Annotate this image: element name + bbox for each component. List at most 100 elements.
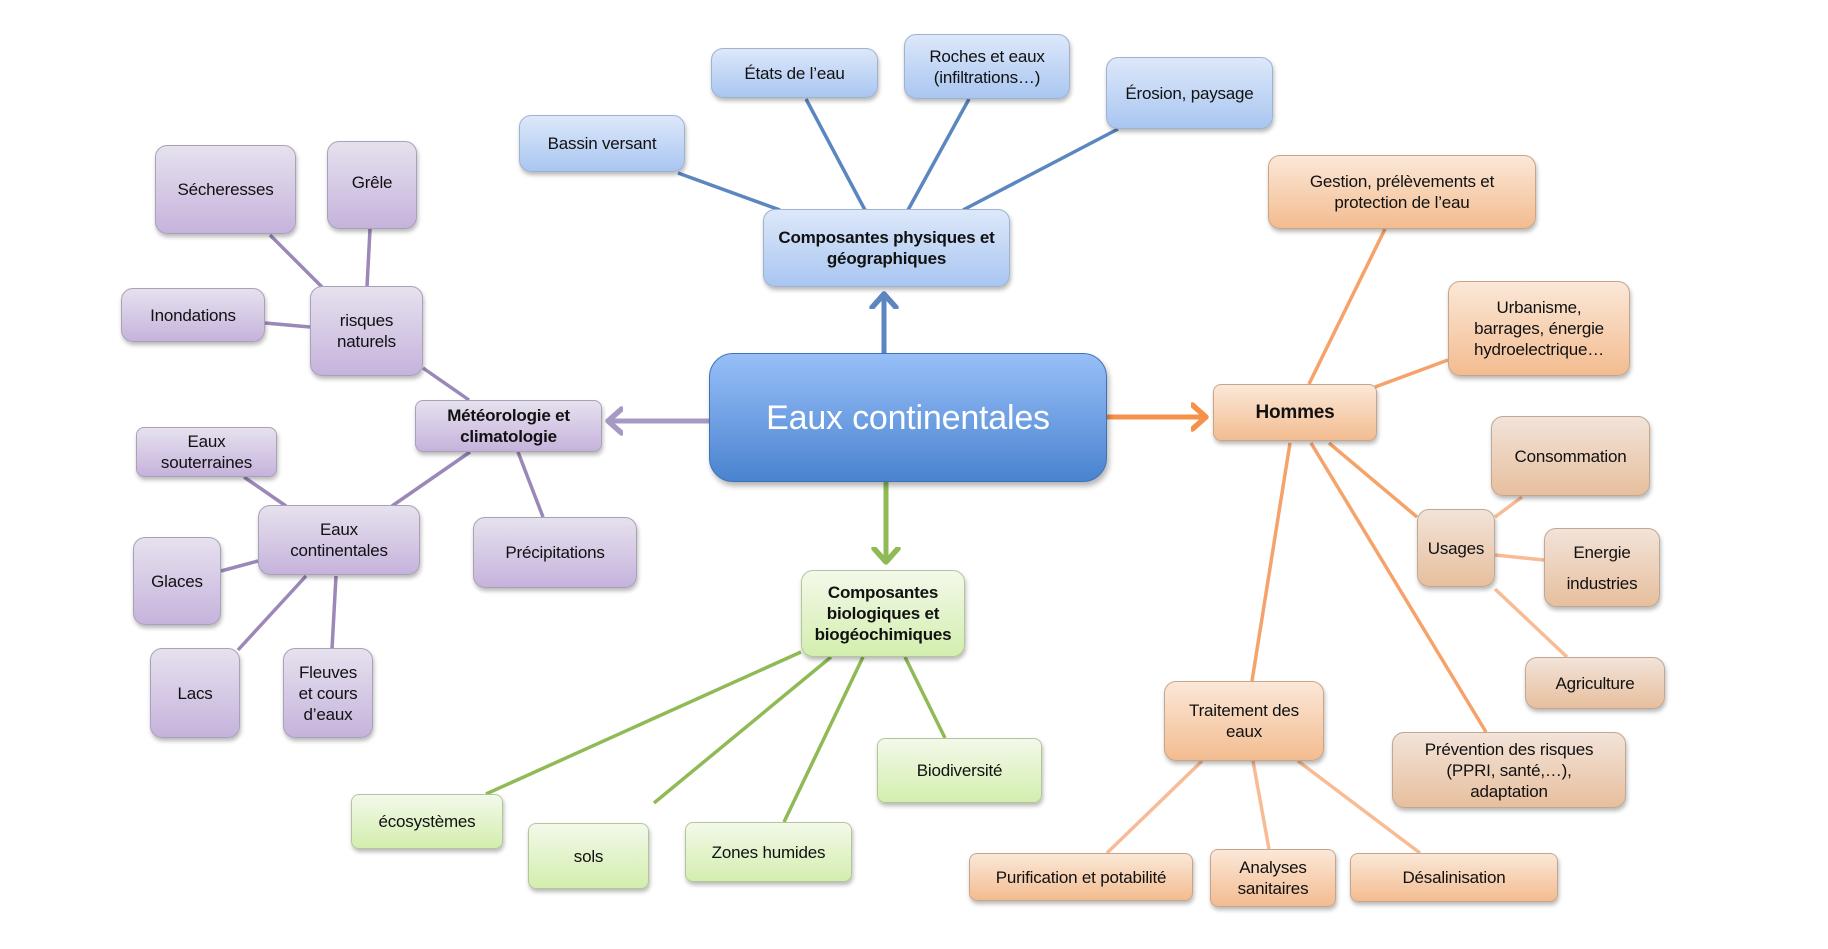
bio-node[interactable]: Composantes biologiques et biogéochimiqu…	[801, 570, 965, 657]
bassin-versant-label: Bassin versant	[547, 134, 657, 153]
physique-label: Composantes physiques et géographiques	[778, 228, 995, 268]
usages-label: Usages	[1427, 538, 1485, 558]
etats-eau-label: États de l’eau	[744, 63, 845, 83]
hommes-sub-links	[1105, 495, 1569, 855]
traitement-node[interactable]: Traitement des eaux	[1164, 681, 1324, 761]
link-agriculture	[1493, 587, 1569, 659]
link-zones-humides	[782, 656, 865, 823]
consommation-label: Consommation	[1514, 446, 1627, 466]
biodiversite-label: Biodiversité	[916, 761, 1003, 780]
link-precipitations	[516, 451, 545, 518]
link-consommation	[1493, 495, 1524, 519]
link-traitement	[1250, 442, 1292, 682]
ecosystemes-node[interactable]: écosystèmes	[351, 794, 503, 849]
meteo-label: Météorologie et climatologie	[447, 406, 570, 446]
root-node[interactable]: Eaux continentales	[709, 353, 1107, 482]
analyses-node[interactable]: Analyses sanitaires	[1210, 849, 1336, 907]
agriculture-node[interactable]: Agriculture	[1525, 657, 1665, 709]
lacs-label: Lacs	[177, 683, 213, 703]
desalinisation-label: Désalinisation	[1402, 868, 1506, 887]
ecosystemes-label: écosystèmes	[378, 812, 476, 831]
link-lacs	[236, 574, 308, 652]
hommes-node[interactable]: Hommes	[1213, 384, 1377, 441]
link-gestion	[1307, 228, 1387, 385]
biodiversite-node[interactable]: Biodiversité	[877, 738, 1042, 803]
consommation-node[interactable]: Consommation	[1491, 416, 1650, 496]
prevention-label: Prévention des risques (PPRI, santé,…), …	[1424, 739, 1594, 801]
link-eaux-continentales	[391, 450, 471, 508]
sols-label: sols	[573, 846, 604, 866]
fleuves-label: Fleuves et cours d’eaux	[298, 662, 358, 724]
link-inondations	[264, 321, 311, 329]
link-fleuves	[330, 575, 338, 650]
link-grele	[365, 228, 372, 288]
link-purification	[1105, 759, 1204, 855]
link-glaces	[220, 559, 259, 573]
physique-links	[677, 98, 1119, 212]
roches-node[interactable]: Roches et eaux (infiltrations…)	[904, 34, 1070, 99]
prevention-node[interactable]: Prévention des risques (PPRI, santé,…), …	[1392, 732, 1626, 808]
meteo-node[interactable]: Météorologie et climatologie	[415, 400, 602, 452]
gestion-label: Gestion, prélèvements et protection de l…	[1309, 172, 1495, 212]
link-urbanisme	[1374, 358, 1449, 389]
energie-node[interactable]: Energie industries	[1544, 528, 1660, 607]
link-analyses	[1251, 760, 1271, 850]
etats-eau-node[interactable]: États de l’eau	[711, 48, 878, 98]
meteo-links	[220, 228, 545, 652]
link-energie	[1494, 553, 1545, 562]
urbanisme-node[interactable]: Urbanisme, barrages, énergie hydroelectr…	[1448, 281, 1630, 376]
erosion-node[interactable]: Érosion, paysage	[1106, 57, 1273, 129]
traitement-label: Traitement des eaux	[1189, 701, 1299, 741]
glaces-label: Glaces	[151, 571, 203, 591]
purification-node[interactable]: Purification et potabilité	[969, 853, 1193, 901]
root-label: Eaux continentales	[766, 398, 1050, 437]
hommes-label: Hommes	[1255, 402, 1335, 423]
analyses-label: Analyses sanitaires	[1237, 858, 1309, 898]
grele-node[interactable]: Grêle	[327, 141, 417, 229]
link-bassin-versant	[677, 171, 781, 212]
bio-links	[485, 650, 947, 823]
zones-humides-label: Zones humides	[711, 842, 826, 862]
lacs-node[interactable]: Lacs	[150, 648, 240, 738]
eaux-souterraines-node[interactable]: Eaux souterraines	[136, 427, 277, 477]
eaux-souterraines-label: Eaux souterraines	[160, 432, 253, 472]
link-ecosystemes	[485, 650, 802, 796]
link-etats-eau	[804, 98, 867, 211]
agriculture-label: Agriculture	[1555, 673, 1635, 693]
inondations-node[interactable]: Inondations	[121, 288, 265, 342]
link-usages	[1327, 441, 1419, 519]
physique-node[interactable]: Composantes physiques et géographiques	[763, 209, 1010, 287]
link-eaux-souterraines	[243, 475, 287, 508]
link-sols	[652, 655, 833, 805]
eaux-continentales-node[interactable]: Eaux continentales	[258, 505, 420, 575]
risques-label: risques naturels	[337, 311, 396, 351]
precipitations-label: Précipitations	[505, 543, 605, 562]
glaces-node[interactable]: Glaces	[133, 537, 221, 625]
link-biodiversite	[903, 656, 947, 739]
zones-humides-node[interactable]: Zones humides	[685, 822, 852, 882]
grele-label: Grêle	[351, 172, 393, 192]
eaux-continentales-label: Eaux continentales	[290, 520, 388, 560]
urbanisme-label: Urbanisme, barrages, énergie hydroelectr…	[1473, 298, 1605, 359]
energie-label: Energie industries	[1566, 542, 1638, 593]
secheresses-node[interactable]: Sécheresses	[155, 145, 296, 234]
gestion-node[interactable]: Gestion, prélèvements et protection de l…	[1268, 155, 1536, 229]
link-roches	[906, 98, 971, 211]
usages-node[interactable]: Usages	[1417, 509, 1495, 587]
erosion-label: Érosion, paysage	[1125, 83, 1254, 103]
roches-label: Roches et eaux (infiltrations…)	[929, 46, 1045, 87]
bassin-versant-node[interactable]: Bassin versant	[519, 115, 685, 172]
precipitations-node[interactable]: Précipitations	[473, 517, 637, 588]
hommes-links	[1250, 228, 1488, 733]
inondations-label: Inondations	[150, 305, 236, 325]
desalinisation-node[interactable]: Désalinisation	[1350, 853, 1558, 902]
link-risques	[422, 366, 470, 402]
sols-node[interactable]: sols	[528, 823, 649, 889]
risques-node[interactable]: risques naturels	[310, 286, 423, 376]
link-prevention	[1309, 442, 1488, 733]
link-secheresses	[268, 233, 324, 289]
fleuves-node[interactable]: Fleuves et cours d’eaux	[283, 648, 373, 738]
secheresses-label: Sécheresses	[177, 180, 274, 199]
